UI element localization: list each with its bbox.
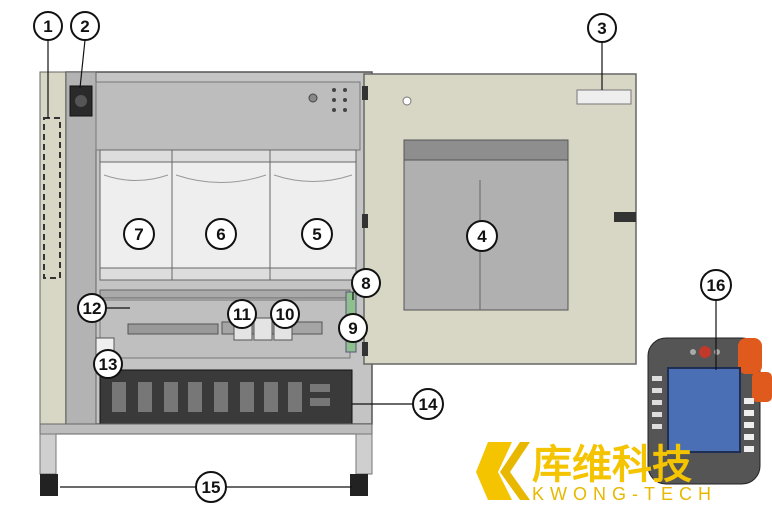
cabinet	[65, 71, 373, 427]
callout-4: 4	[466, 220, 498, 252]
svg-text:8: 8	[361, 274, 370, 293]
drive-module-5	[269, 149, 357, 281]
svg-text:7: 7	[134, 225, 143, 244]
callout-11: 11	[227, 299, 257, 329]
watermark-logo: 库维科技 KWONG-TECH	[476, 442, 717, 504]
svg-text:13: 13	[99, 355, 118, 374]
callout-3: 3	[587, 13, 617, 43]
svg-text:5: 5	[312, 225, 321, 244]
left-side-panel	[39, 71, 67, 425]
callout-12: 12	[77, 293, 107, 323]
callout-7: 7	[123, 218, 155, 250]
drive-module-6	[171, 149, 271, 281]
callout-6: 6	[205, 218, 237, 250]
kwong-tech-logo-icon	[476, 442, 530, 500]
watermark-name-en: KWONG-TECH	[532, 484, 717, 504]
callout-10: 10	[270, 299, 300, 329]
cabinet-door	[362, 73, 637, 365]
svg-text:16: 16	[707, 276, 726, 295]
callout-9: 9	[338, 313, 368, 343]
callout-13: 13	[93, 349, 123, 379]
svg-text:15: 15	[202, 478, 221, 497]
svg-text:14: 14	[419, 395, 438, 414]
connector-panel	[99, 369, 353, 427]
callout-1: 1	[33, 11, 63, 41]
svg-text:1: 1	[43, 17, 52, 36]
svg-text:3: 3	[597, 19, 606, 38]
svg-text:9: 9	[348, 319, 357, 338]
callout-16: 16	[700, 269, 732, 301]
svg-text:4: 4	[477, 227, 487, 246]
svg-text:11: 11	[233, 305, 251, 324]
callout-2: 2	[70, 11, 100, 41]
teach-pendant	[647, 337, 772, 485]
callout-15: 15	[195, 471, 227, 503]
svg-text:10: 10	[276, 305, 295, 324]
svg-text:6: 6	[216, 225, 225, 244]
drive-module-7	[99, 149, 173, 281]
callout-5: 5	[301, 218, 333, 250]
cabinet-base	[39, 423, 373, 496]
callout-14: 14	[412, 388, 444, 420]
callout-8: 8	[351, 268, 381, 298]
leader-lines	[47, 39, 717, 488]
svg-text:2: 2	[80, 17, 89, 36]
watermark-name-cn: 库维科技	[532, 442, 692, 488]
svg-text:12: 12	[83, 299, 102, 318]
